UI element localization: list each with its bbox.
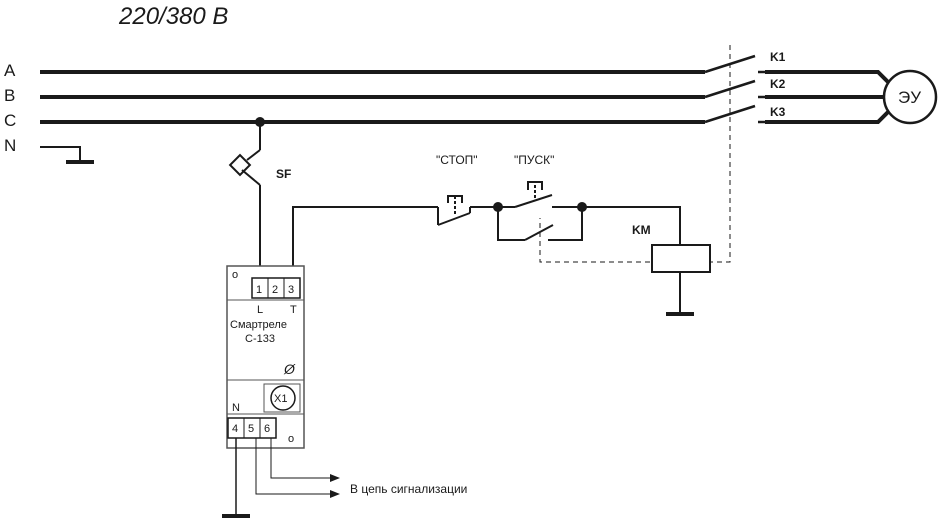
breaker-blade [241,169,261,186]
bus-label-a: A [4,61,16,80]
arrow-signal-6 [330,474,340,482]
label-l: L [257,304,263,316]
stop-blade [437,212,471,226]
top-terminal-block [251,277,301,299]
motor-circle [882,69,938,125]
motor-label: ЭУ [898,88,921,107]
start-label: "ПУСК" [514,153,554,167]
motor-feed-lines [765,70,892,124]
stop-button-symbol [437,195,471,226]
stop-cap [447,195,463,203]
label-n: N [232,402,240,414]
indicator-label: X1 [274,393,287,405]
bus-label-n: N [4,136,16,155]
feed-line-3 [765,108,892,124]
breaker-box [228,153,252,177]
wire-to-coil [582,206,681,245]
indicator-x1 [270,385,296,411]
adjust-symbol: Ø [283,361,296,377]
stop-label: "СТОП" [436,153,478,167]
control-wire-t [292,206,438,280]
start-button-symbol [498,181,582,208]
contact-k2-blade [704,79,756,99]
bus-label-c: C [4,111,16,130]
contact-label-k1: K1 [770,50,786,64]
breaker-upper [246,149,261,161]
terminal-2: 2 [272,284,278,296]
terminal-5: 5 [248,423,254,435]
terminal-3: 3 [288,284,294,296]
voltage-title: 220/380 В [118,3,228,30]
hold-left-lead [497,207,525,241]
breaker-sf-symbol [228,149,261,280]
coil-km-box [651,244,711,273]
signal-circuit-label: В цепь сигнализации [350,482,467,496]
coil-label: KM [632,223,651,237]
contact-label-k2: K2 [770,77,786,91]
relay-mark-top: o [232,269,238,281]
feed-line-1 [765,70,892,86]
neutral-line [40,146,81,160]
contact-label-k3: K3 [770,105,786,119]
hold-blade [524,224,554,241]
smart-relay-device: 1 2 3 o L T Смартреле С-133 Ø X1 N 4 5 6… [226,265,305,449]
contact-k3-blade [704,104,756,124]
start-blade [514,194,553,208]
signal-wire-6 [270,438,330,479]
terminal-1: 1 [256,284,262,296]
hold-right-lead [548,207,583,241]
bottom-terminal-block [227,417,277,439]
arrow-signal-5 [330,490,340,498]
mechanical-link-dashed [539,45,731,263]
hold-contact-symbol [497,207,583,241]
breaker-label: SF [276,167,291,181]
start-cap [527,181,543,190]
bus-label-b: B [4,86,15,105]
terminal-4: 4 [232,423,238,435]
signal-wire-5 [255,438,330,495]
relay-name-line2: С-133 [245,333,275,345]
relay-mark-bottom: o [288,433,294,445]
label-t: T [290,304,297,316]
relay-name-line1: Смартреле [230,319,287,331]
contact-stubs [758,70,767,124]
phase-bus-lines [40,70,705,124]
terminal-6: 6 [264,423,270,435]
